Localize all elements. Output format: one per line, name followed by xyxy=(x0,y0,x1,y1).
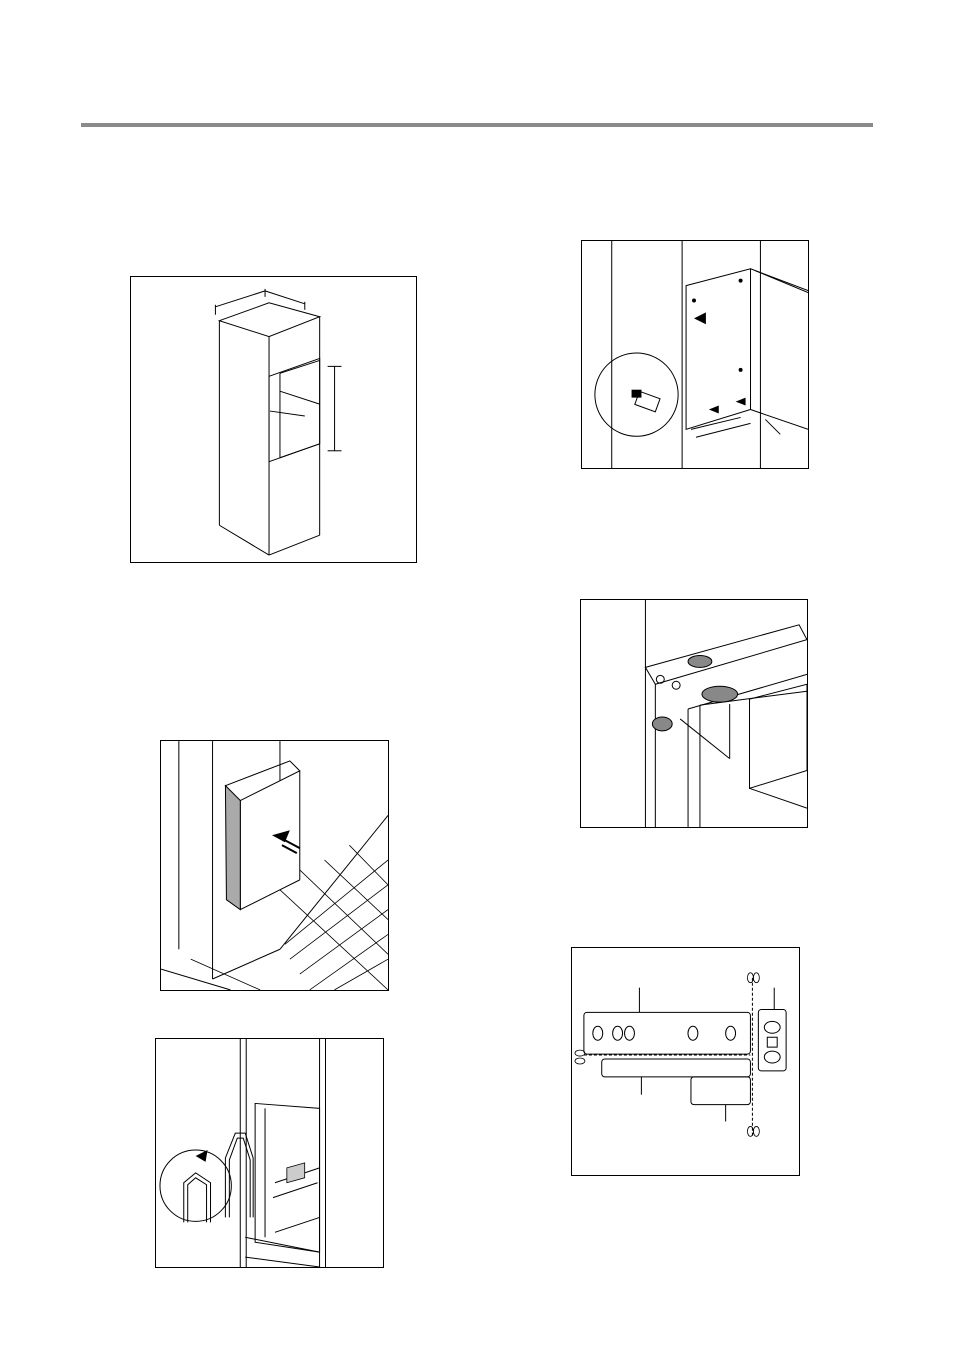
push-arrow-icon xyxy=(161,741,388,990)
figure-door-hinge-fixing xyxy=(581,240,809,469)
hinge-parts-icon xyxy=(572,948,799,1175)
cabinet-niche-icon xyxy=(131,277,416,562)
header-rule xyxy=(81,123,873,127)
seal-strip-icon xyxy=(156,1039,383,1267)
hinge-screw-icon xyxy=(582,241,808,468)
figure-appliance-insertion xyxy=(160,740,389,991)
cover-cap-icon xyxy=(581,600,807,827)
figure-cover-caps xyxy=(580,599,808,828)
figure-door-seal xyxy=(155,1038,384,1268)
figure-hinge-parts xyxy=(571,947,800,1176)
figure-niche-dimensions xyxy=(130,276,417,563)
